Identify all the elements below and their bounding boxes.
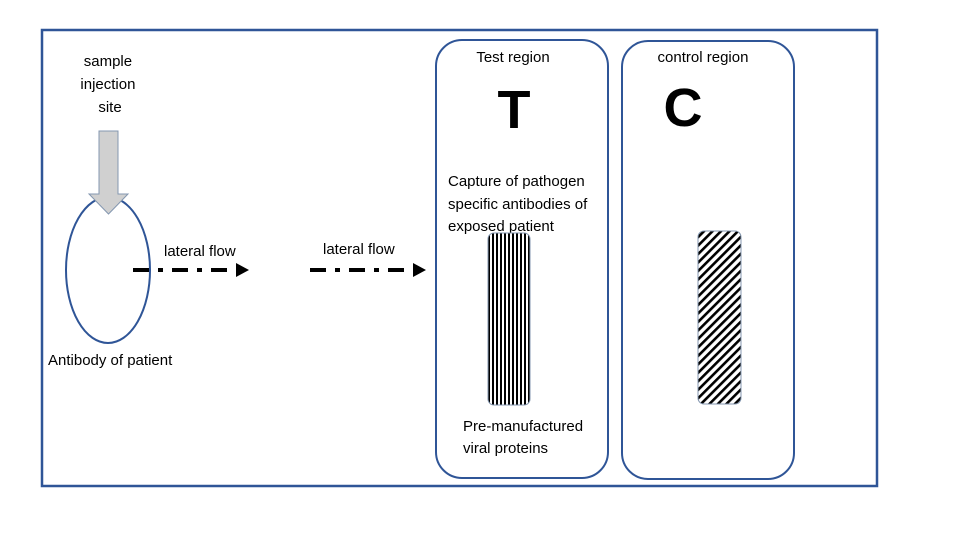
capture-label-line: Capture of pathogen xyxy=(448,173,585,190)
control-line-strip xyxy=(697,230,742,405)
test-line-strip xyxy=(487,232,531,406)
capture-label-line: exposed patient xyxy=(448,218,555,235)
test-region-letter: T xyxy=(498,80,531,140)
test-capture-label: Capture of pathogen specific antibodies … xyxy=(448,173,591,235)
control-region-letter: C xyxy=(664,78,703,138)
injection-site-label: sample injection site xyxy=(80,53,139,116)
outer-frame xyxy=(40,28,879,488)
injection-label-line: site xyxy=(98,99,121,116)
down-arrow-icon xyxy=(87,130,130,215)
test-region-title: Test region xyxy=(476,49,549,66)
capture-label-line: specific antibodies of xyxy=(448,196,588,213)
injection-label-line: injection xyxy=(80,76,135,93)
lateral-flow-label: lateral flow xyxy=(323,241,395,258)
dash-dot-arrow-icon xyxy=(310,263,426,277)
test-region: Test region T Capture of pathogen specif… xyxy=(435,39,609,479)
lateral-flow-label: lateral flow xyxy=(164,243,236,260)
control-region: control region C xyxy=(621,40,795,480)
sample-pad-label: Antibody of patient xyxy=(48,352,173,369)
dash-dot-arrow-icon xyxy=(133,263,249,277)
viral-proteins-label: Pre-manufactured viral proteins xyxy=(463,418,587,457)
viral-proteins-label-line: Pre-manufactured xyxy=(463,418,583,435)
injection-label-line: sample xyxy=(84,53,132,70)
viral-proteins-label-line: viral proteins xyxy=(463,440,548,457)
control-region-box xyxy=(621,40,795,480)
control-region-title: control region xyxy=(658,49,749,66)
test-region-box xyxy=(435,39,609,479)
